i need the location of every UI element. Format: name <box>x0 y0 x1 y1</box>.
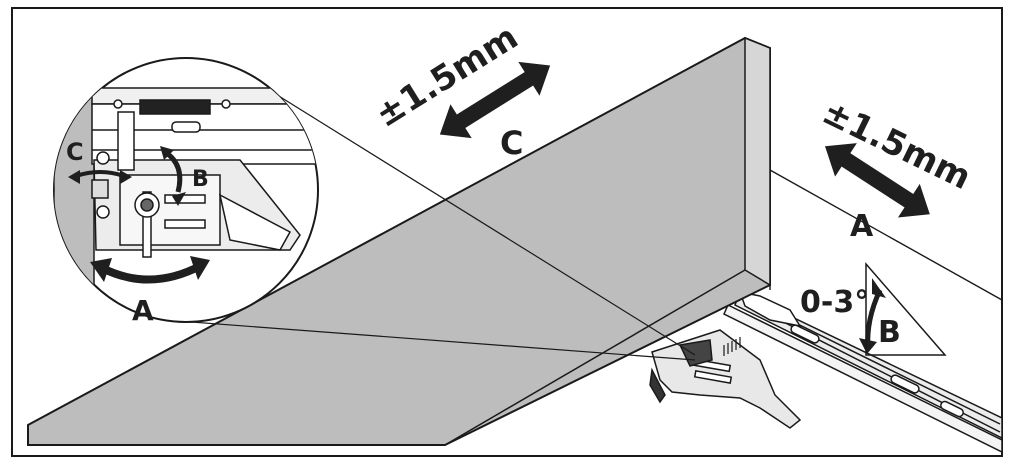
adjust-c-label: C <box>500 124 523 162</box>
inset-arrow-b <box>160 146 186 206</box>
tilt-range-label: 0-3° <box>800 285 869 320</box>
arrows <box>68 61 930 354</box>
inset-c-label: C <box>66 138 84 166</box>
frame-border <box>11 7 1003 457</box>
callout-lines <box>164 74 696 361</box>
adjust-b-label: B <box>878 315 901 350</box>
arrow-tilt-b <box>859 278 886 354</box>
tilt-angle-triangle <box>865 261 947 356</box>
drawer-locking-device <box>649 329 802 429</box>
inset-arrow-a <box>90 256 210 284</box>
arrow-depth-c <box>439 61 551 139</box>
inset-arrow-c <box>68 170 132 184</box>
inset-b-label: B <box>192 167 209 192</box>
arrow-side-a <box>825 143 930 218</box>
drawer-front-panel <box>27 36 771 446</box>
inset-a-label: A <box>132 294 154 327</box>
adjust-a-label: A <box>850 209 874 244</box>
